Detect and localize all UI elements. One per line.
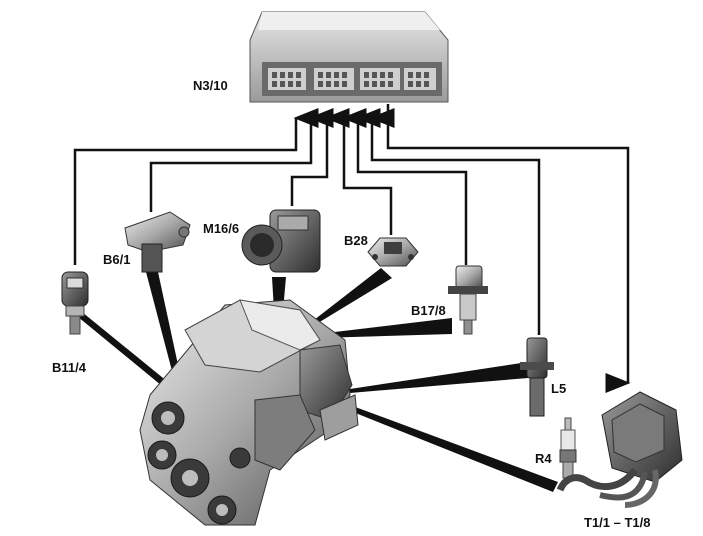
line-l5 [369,108,541,335]
label-m16-6: M16/6 [203,221,239,236]
sensor-b6-1 [124,211,191,273]
label-r4: R4 [535,451,552,466]
line-t1 [386,104,631,393]
label-b11-4: B11/4 [52,360,87,375]
sensor-b11-4 [61,271,89,335]
control-unit-n3-10 [249,11,449,103]
ignition-coils-t1 [556,391,683,508]
sensor-l5 [520,337,554,417]
line-b11-4 [73,108,319,265]
label-b28: B28 [344,233,368,248]
line-b17-8 [355,108,468,265]
actuator-m16-6 [241,209,321,273]
line-m16-6 [290,108,350,206]
line-b28 [341,108,393,235]
pointer-wedges [72,268,558,492]
label-b17-8: B17/8 [411,303,446,318]
line-b6-1 [149,108,334,212]
label-l5: L5 [551,381,566,396]
label-b6-1: B6/1 [103,252,130,267]
sensor-b17-8 [448,265,488,335]
label-t1: T1/1 – T1/8 [584,515,650,530]
signal-lines [73,104,631,393]
spark-plug-r4 [559,417,577,479]
sensor-b28 [367,237,419,267]
engine-illustration [139,299,359,526]
label-n3-10: N3/10 [193,78,228,93]
